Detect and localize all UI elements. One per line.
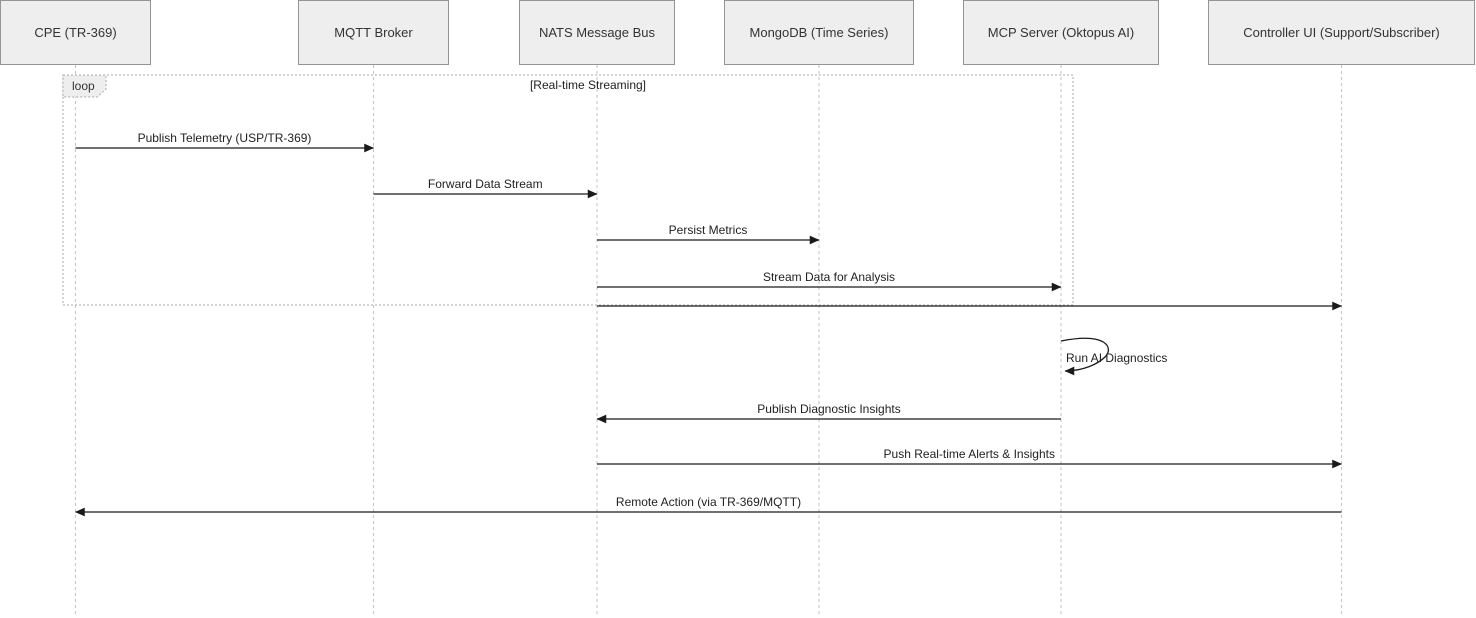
participant-mqtt: MQTT Broker <box>298 0 449 65</box>
lifelines-group <box>75 65 1342 614</box>
participant-ui: Controller UI (Support/Subscriber) <box>1208 0 1475 65</box>
loop-operator-pentagon <box>62 74 107 98</box>
message-label-3: Stream Data for Analysis <box>762 270 896 284</box>
message-label-8: Remote Action (via TR-369/MQTT) <box>615 495 802 509</box>
participant-mongo: MongoDB (Time Series) <box>724 0 914 65</box>
participant-label: MongoDB (Time Series) <box>749 24 889 40</box>
participant-mcp: MCP Server (Oktopus AI) <box>963 0 1159 65</box>
loop-fragment-border <box>62 74 1074 306</box>
loop-operator-label: loop <box>72 79 95 93</box>
participant-label: CPE (TR-369) <box>34 24 117 40</box>
participant-cpe: CPE (TR-369) <box>0 0 151 65</box>
loop-condition-label: [Real-time Streaming] <box>529 78 647 92</box>
message-label-0: Publish Telemetry (USP/TR-369) <box>137 131 312 145</box>
participant-label: MQTT Broker <box>334 24 413 40</box>
message-label-6: Publish Diagnostic Insights <box>757 402 901 416</box>
message-label-1: Forward Data Stream <box>427 177 543 191</box>
message-label-5: Run AI Diagnostics <box>1066 351 1168 365</box>
participant-label: MCP Server (Oktopus AI) <box>987 24 1135 40</box>
participant-label: NATS Message Bus <box>538 24 656 40</box>
message-arrows-group <box>75 143 1342 517</box>
participant-label: Controller UI (Support/Subscriber) <box>1243 24 1440 40</box>
message-arrow-self-5 <box>1060 337 1110 376</box>
participant-nats: NATS Message Bus <box>519 0 675 65</box>
message-label-2: Persist Metrics <box>668 223 748 237</box>
loop-fragment-group <box>62 74 1074 306</box>
message-label-7: Push Real-time Alerts & Insights <box>883 447 1055 461</box>
